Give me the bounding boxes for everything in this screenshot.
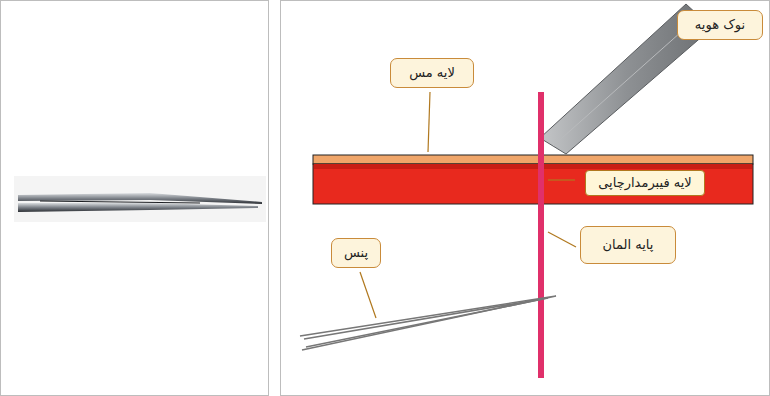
tweezers-drawing bbox=[300, 296, 556, 350]
part-label: پنس bbox=[344, 245, 368, 261]
part-label: لایه فیبرمدارچاپی bbox=[598, 175, 692, 191]
component-leg bbox=[538, 92, 544, 378]
callout-box: لایه مس bbox=[390, 58, 474, 88]
right-panel bbox=[281, 1, 770, 396]
pcb-fiber-layer bbox=[313, 164, 753, 204]
part-label: نوک هویه bbox=[695, 17, 745, 33]
callout-box: پایه المان bbox=[580, 226, 676, 264]
tweezers-photo bbox=[14, 176, 266, 222]
copper-layer bbox=[313, 155, 753, 164]
leader-line bbox=[360, 92, 576, 318]
part-label: پایه المان bbox=[603, 237, 654, 253]
callout-box: نوک هویه bbox=[677, 10, 763, 40]
left-panel bbox=[1, 1, 269, 396]
callout-box: لایه فیبرمدارچاپی bbox=[585, 170, 705, 196]
callout-box: پنس bbox=[331, 238, 381, 268]
layer-shade bbox=[314, 164, 752, 169]
part-label: لایه مس bbox=[409, 65, 455, 81]
